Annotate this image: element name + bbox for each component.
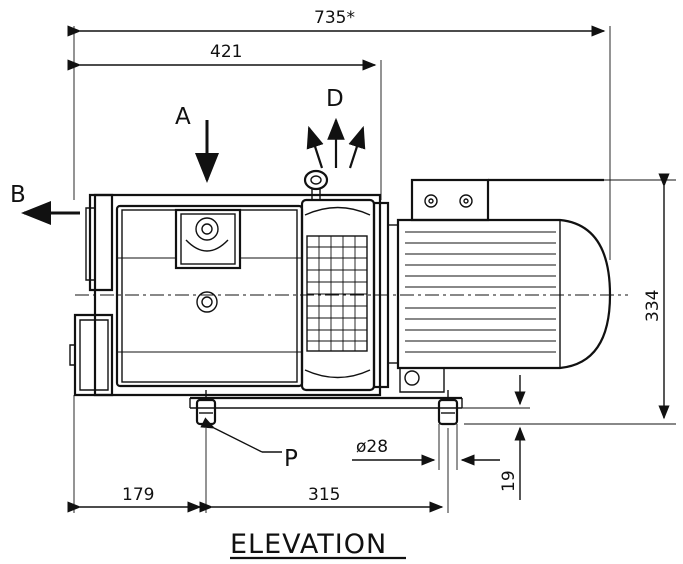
dimension-inlet-position-label: 421 <box>210 42 242 62</box>
base-frame <box>189 396 463 409</box>
dimension-foot-offset-label: 179 <box>122 485 154 505</box>
dimension-inlet-position: 421 <box>67 42 382 200</box>
dimension-overall-length: 735* <box>67 8 611 260</box>
lifting-eye <box>303 169 329 200</box>
dimension-foot-spacing: 315 <box>199 428 449 513</box>
foot-right <box>437 390 459 426</box>
outlet-label: B <box>10 182 26 208</box>
dimension-foot-height: 19 <box>462 375 530 500</box>
foot-label: P <box>284 446 298 472</box>
dimension-overall-length-label: 735* <box>314 8 355 28</box>
dimension-height-label: 334 <box>643 290 663 322</box>
foot-leader <box>200 417 263 453</box>
dimension-foot-offset: 179 <box>67 395 207 513</box>
cooling-air-label: D <box>326 86 344 112</box>
cooling-air-arrows <box>306 117 366 169</box>
dimension-foot-spacing-label: 315 <box>308 485 340 505</box>
dimension-height: 334 <box>464 173 676 425</box>
motor <box>396 178 612 393</box>
dimension-foot-diameter-label: ø28 <box>356 437 388 457</box>
drawing-title: ELEVATION <box>230 529 387 560</box>
inlet-label: A <box>175 104 191 130</box>
dimension-foot-height-label: 19 <box>499 470 519 492</box>
dimension-foot-diameter: ø28 <box>352 424 500 470</box>
